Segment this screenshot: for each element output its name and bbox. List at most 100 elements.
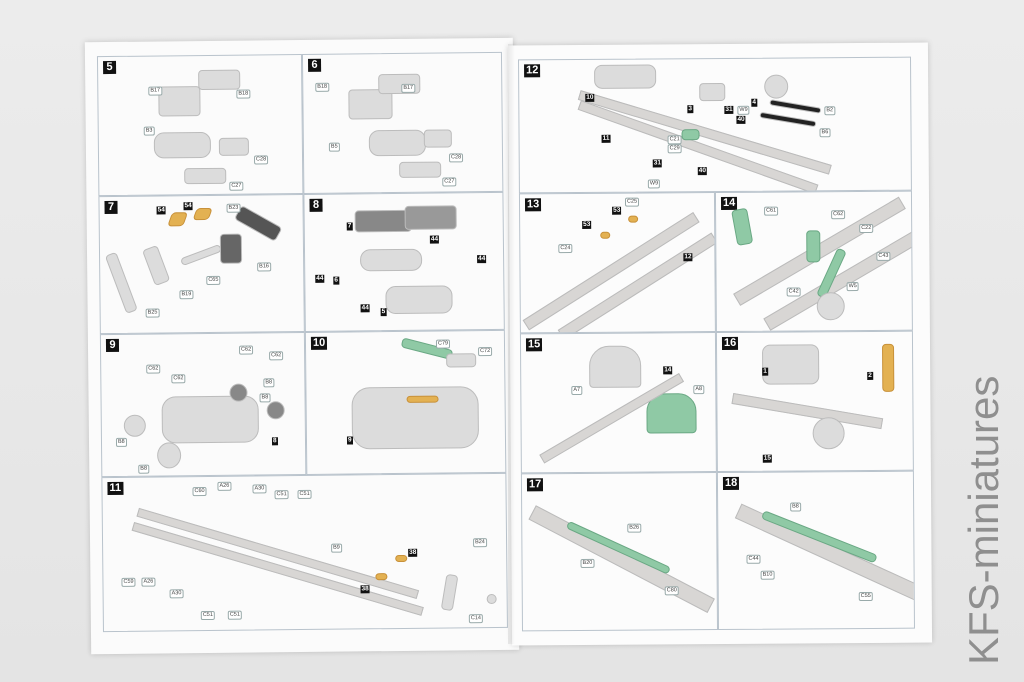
- watermark-text: KFS-miniatures: [960, 375, 1007, 665]
- step-number: 14: [720, 196, 738, 210]
- part-label: C59: [121, 577, 136, 587]
- part-shape: [699, 82, 726, 102]
- step-number: 17: [526, 478, 544, 492]
- assembly-ref: 6: [333, 276, 339, 285]
- part-label: B19: [179, 290, 194, 300]
- right-instruction-page: 12 10 3 4 31 40 11 31 40 W9 B2 B6 C21 C2…: [507, 42, 933, 646]
- part-label: C60: [192, 487, 207, 497]
- assembly-ref: 12: [683, 253, 693, 262]
- fender-part: [589, 345, 642, 388]
- part-label: B20: [580, 558, 595, 568]
- assembly-ref: 44: [429, 235, 440, 244]
- frame-rail: [131, 521, 424, 616]
- part-label: C62: [171, 374, 186, 384]
- part-label: B5: [328, 142, 340, 152]
- left-instruction-page: 5 B17 B18 B3 C28 C27 6 B18 B17 B5 C28 C2…: [84, 37, 520, 655]
- part-shape: [368, 129, 427, 157]
- step-number: 6: [307, 58, 322, 72]
- assembly-ref: 44: [315, 274, 325, 283]
- part-label: C27: [442, 177, 457, 187]
- part-label: C28: [448, 153, 464, 163]
- resin-part: [806, 230, 821, 263]
- part-shape: [764, 74, 789, 99]
- part-label: B2: [824, 106, 836, 116]
- part-label: C65: [206, 275, 221, 285]
- part-shape: [161, 395, 260, 444]
- part-label: B25: [145, 308, 160, 318]
- part-label: B8: [790, 502, 801, 512]
- step-number: 13: [524, 198, 542, 212]
- part-shape: [385, 285, 453, 315]
- part-label: C55: [858, 591, 873, 602]
- leaf-spring: [769, 99, 822, 114]
- part-shape: [446, 353, 477, 368]
- assembly-ref: 53: [582, 220, 592, 229]
- engine-part: [762, 344, 820, 385]
- part-label: C29: [667, 144, 682, 154]
- photo-etch-part: [628, 215, 639, 223]
- step-number: 11: [107, 481, 124, 496]
- part-label: W9: [737, 105, 750, 115]
- wheel-hub: [229, 383, 248, 402]
- part-label: C21: [667, 135, 682, 145]
- step-10-panel: 10 C79 C72 9: [304, 329, 507, 475]
- assembly-ref: 9: [346, 436, 353, 445]
- step-13-panel: 13 C25 C24 53 53 12: [518, 192, 716, 334]
- part-label: B8: [263, 378, 275, 388]
- part-label: B3: [143, 126, 155, 136]
- part-label: B6: [819, 128, 831, 138]
- part-label: A8: [693, 385, 705, 395]
- step-7-panel: 7 54 54 B23 B16 C65 B19 B25: [98, 193, 305, 335]
- assembly-ref: 44: [360, 304, 370, 313]
- wheel-hub: [123, 414, 146, 437]
- step-6-panel: 6 B18 B17 B5 C28 C27: [301, 51, 504, 194]
- part-label: C62: [146, 364, 161, 374]
- step-number: 5: [103, 60, 117, 75]
- step-16-panel: 16 1 2 15: [715, 330, 914, 473]
- assembly-ref: 31: [652, 159, 663, 168]
- photo-etch-part: [192, 207, 213, 221]
- assembly-ref: 2: [867, 371, 873, 380]
- part-label: B18: [236, 89, 251, 99]
- assembly-ref: 38: [408, 548, 418, 557]
- step-8-panel: 8 7 44 44 6 44 44 5: [303, 191, 505, 332]
- assembly-ref: 7: [346, 222, 353, 231]
- resin-part: [731, 207, 754, 246]
- part-label: B26: [627, 523, 642, 533]
- part-label: B16: [257, 262, 272, 272]
- photo-etch-part: [375, 573, 388, 581]
- frame-rail: [136, 507, 420, 599]
- photo-etch-part: [167, 212, 189, 227]
- step-12-panel: 12 10 3 4 31 40 11 31 40 W9 B2 B6 C21 C2…: [518, 56, 912, 194]
- assembly-ref: 3: [687, 105, 694, 114]
- step-9-panel: 9 C62 C62 C62 C62 B8 B8 B8 B8 8: [99, 331, 307, 478]
- part-label: B23: [226, 203, 241, 213]
- part-label: C79: [435, 339, 451, 349]
- part-shape: [594, 64, 657, 89]
- step-number: 12: [524, 64, 541, 78]
- part-label: B17: [401, 83, 416, 93]
- part-label: C51: [274, 490, 289, 500]
- part-label: C51: [297, 489, 312, 500]
- part-label: B9: [331, 543, 342, 553]
- frame-rail: [731, 392, 884, 430]
- wheel-hub: [157, 442, 182, 469]
- part-label: C14: [468, 614, 484, 624]
- assembly-ref: 40: [697, 167, 708, 176]
- part-label: B10: [760, 570, 775, 580]
- part-label: C72: [478, 347, 493, 357]
- part-label: A26: [141, 577, 156, 587]
- step-number: 10: [310, 336, 328, 350]
- part-shape: [179, 243, 223, 267]
- assembly-ref: 54: [183, 202, 193, 211]
- part-shape: [354, 209, 412, 233]
- frame-rail: [522, 212, 700, 331]
- part-shape: [158, 86, 201, 117]
- step-15-panel: 15 A7 A8 14: [519, 332, 717, 474]
- wheel-hub: [266, 401, 285, 420]
- part-shape: [141, 244, 171, 287]
- part-label: C25: [624, 197, 640, 207]
- step-number: 9: [105, 338, 120, 353]
- leaf-spring: [759, 111, 817, 128]
- photo-etch-part: [600, 231, 611, 239]
